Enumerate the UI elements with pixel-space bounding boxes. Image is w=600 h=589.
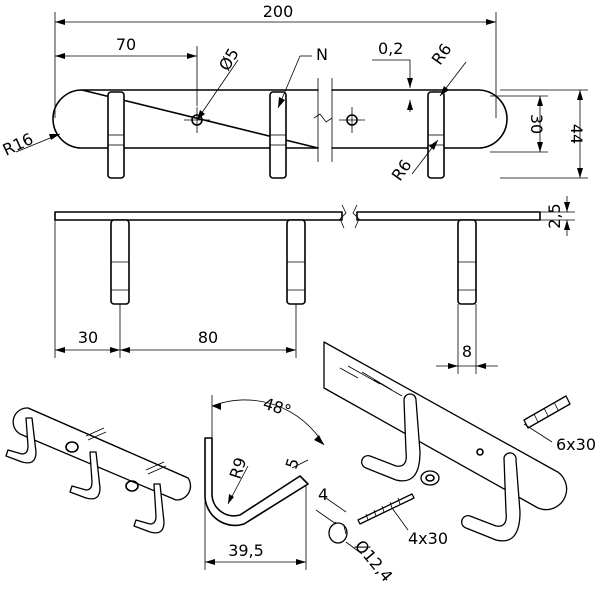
dim-total-length: 200 [263, 2, 294, 21]
dim-hook-depth: 39,5 [228, 541, 264, 560]
hook-profile [204, 437, 309, 527]
dim-hole-position: 70 [116, 35, 136, 54]
assembly-hook-1 [361, 393, 421, 482]
iso-view-assembly: 6x30 4x30 4 Ø12,4 [315, 341, 596, 586]
dim-first-hook: 30 [78, 328, 98, 347]
plate-outline [52, 89, 508, 149]
dim-hook-radius: R9 [226, 455, 251, 481]
side-view: 2,5 30 80 8 [54, 196, 575, 374]
label-screw: 4x30 [408, 529, 448, 548]
dim-height-outer: 44 [567, 124, 586, 144]
cap [328, 522, 348, 544]
break-zigzag [313, 113, 333, 123]
plate-side [54, 211, 541, 221]
label-dowel: 6x30 [556, 435, 596, 454]
hook-profile-view: 48° R9 5 39,5 [204, 394, 325, 570]
washer [420, 470, 440, 486]
label-hook-n: N [316, 45, 328, 64]
hook-front-3 [427, 91, 445, 179]
dim-gap: 0,2 [378, 39, 403, 58]
hook-side-3 [457, 219, 477, 305]
dim-height-inner: 30 [527, 114, 546, 134]
break-mark [317, 78, 333, 162]
dim-angle: 48° [261, 394, 294, 421]
hook-front-1 [107, 91, 125, 179]
hook-side-1 [110, 219, 130, 305]
iso-view-rack [5, 407, 192, 534]
dowel [523, 395, 571, 429]
assembly-hook-2 [461, 452, 521, 542]
dim-cap-diameter: Ø12,4 [351, 536, 397, 585]
dim-radius-bottom: R6 [388, 156, 416, 184]
hook-front-2 [269, 91, 287, 179]
dim-thickness: 2,5 [545, 203, 564, 228]
dim-cap-thickness: 4 [318, 485, 328, 504]
dim-hole-diameter: Ø5 [215, 45, 243, 74]
screw [357, 493, 415, 525]
dim-radius-end: R16 [0, 129, 36, 160]
front-view: 200 70 Ø5 N 0,2 R6 R6 R16 [0, 2, 588, 184]
mounting-hole-2 [339, 107, 365, 133]
hook-side-2 [286, 219, 306, 305]
dim-radius-top: R6 [428, 40, 456, 68]
dim-hook-spacing: 80 [198, 328, 218, 347]
dim-hook-gap: 5 [282, 456, 303, 472]
dim-hook-width: 8 [462, 342, 472, 361]
